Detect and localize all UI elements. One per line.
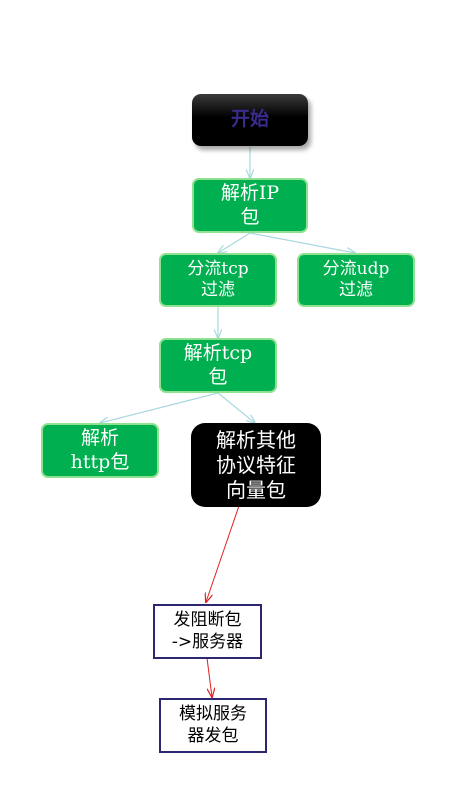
split-tcp-line-2: 过滤 — [201, 280, 235, 300]
split-udp-line-1: 分流udp — [322, 258, 390, 279]
parse-tcp-line-2: 包 — [208, 365, 228, 388]
edge-send-block-to-simulate — [206, 657, 212, 697]
edge-other-to-send-block — [206, 499, 242, 602]
send-block-line-1: 发阻断包 — [173, 610, 242, 631]
simulate-line-1: 模拟服务 — [179, 704, 247, 725]
parse-http-line-2: http包 — [70, 450, 130, 473]
edge-parse-ip-to-split-udp — [249, 232, 355, 253]
split-udp-line-2: 过滤 — [339, 280, 373, 300]
split-tcp-node: 分流tcp 过滤 — [159, 253, 277, 307]
start-label: 开始 — [230, 108, 269, 131]
send-block-line-2: ->服务器 — [171, 631, 244, 652]
parse-other-line-1: 解析其他 — [216, 427, 296, 452]
parse-ip-line-1: 解析IP — [220, 181, 280, 204]
parse-tcp-line-1: 解析tcp — [183, 341, 253, 364]
split-udp-node: 分流udp 过滤 — [297, 253, 415, 307]
parse-ip-line-2: 包 — [240, 205, 260, 228]
parse-other-node: 解析其他 协议特征 向量包 — [191, 423, 321, 507]
simulate-node: 模拟服务 器发包 — [159, 698, 267, 753]
simulate-line-2: 器发包 — [187, 725, 239, 746]
edge-parse-tcp-to-other — [217, 392, 255, 423]
send-block-node: 发阻断包 ->服务器 — [153, 604, 262, 659]
split-tcp-line-1: 分流tcp — [187, 258, 249, 279]
edge-parse-ip-to-split-tcp — [218, 232, 251, 253]
start-node: 开始 — [192, 94, 308, 146]
parse-http-node: 解析 http包 — [41, 423, 159, 478]
parse-other-line-2: 协议特征 — [216, 452, 296, 477]
parse-http-line-1: 解析 — [80, 426, 119, 449]
edge-parse-tcp-to-http — [100, 392, 219, 423]
parse-tcp-node: 解析tcp 包 — [159, 338, 277, 393]
parse-other-line-3: 向量包 — [226, 477, 286, 502]
parse-ip-node: 解析IP 包 — [192, 178, 308, 233]
